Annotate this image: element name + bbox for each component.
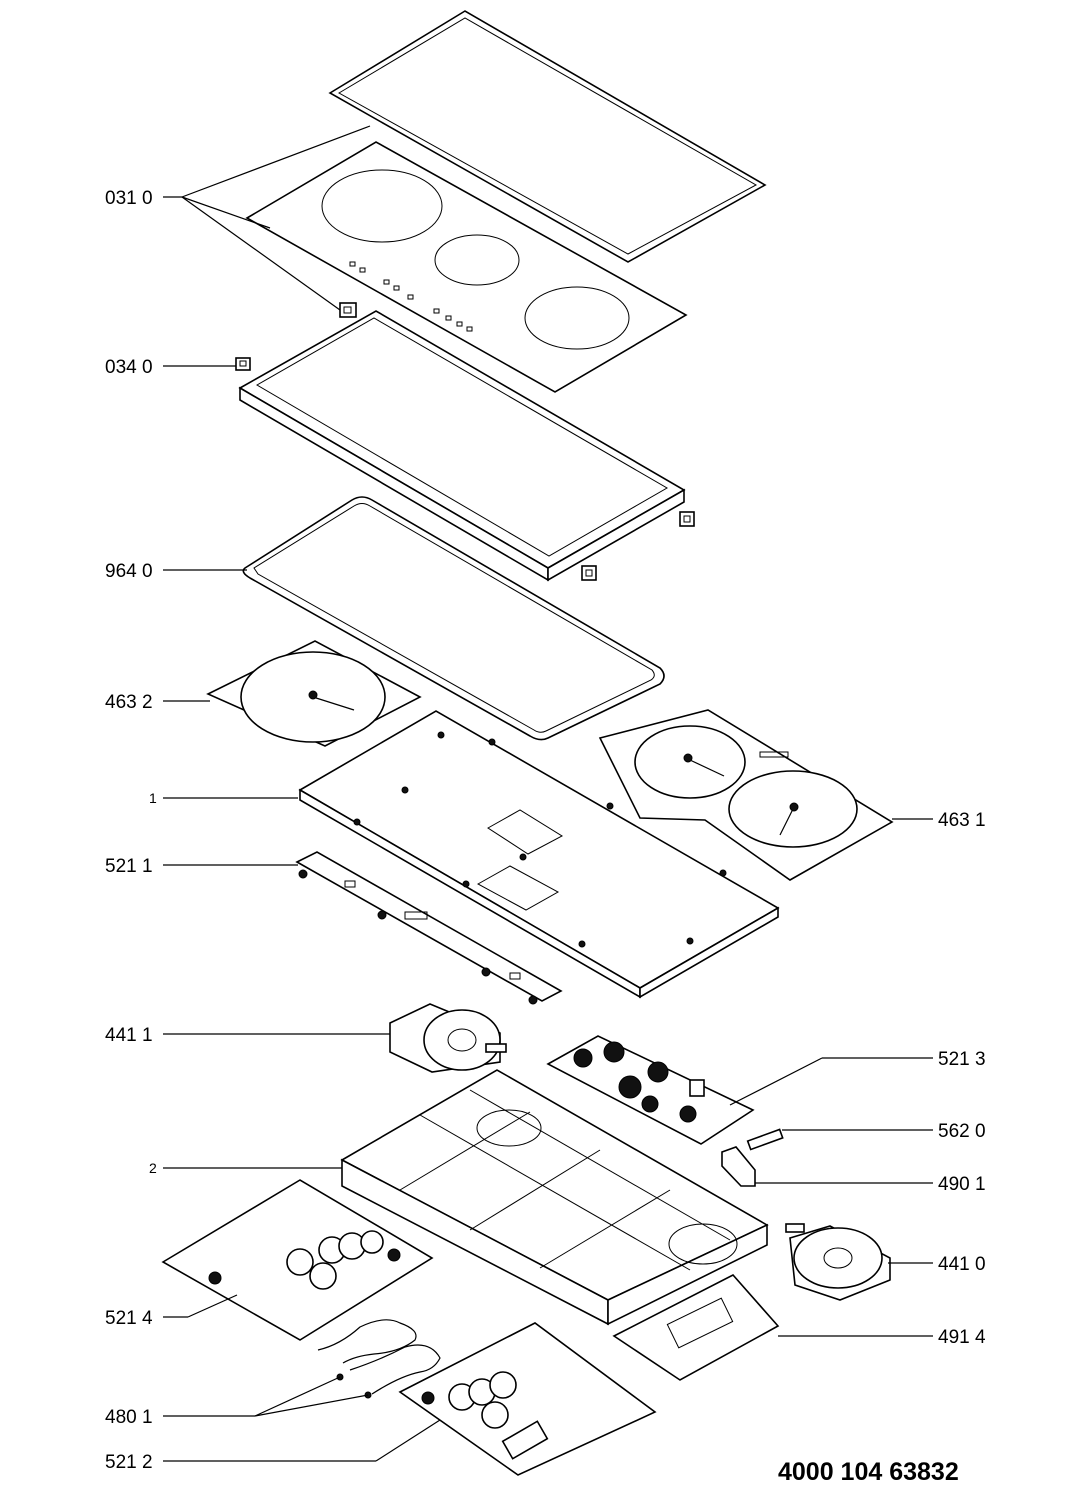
label-490-1: 490 1 [938,1174,986,1195]
cover-plate [612,1274,780,1381]
glass-frame [328,10,767,263]
power-board-right [546,1035,755,1145]
label-2: 2 [149,1160,157,1176]
clip-bottom [581,565,597,581]
cooling-fan-right [785,1223,891,1301]
clip-left [235,357,251,371]
power-board-bottom [398,1322,657,1476]
label-441-0: 441 0 [938,1254,986,1275]
label-031-0: 031 0 [105,188,153,209]
induction-coil-double [598,709,894,881]
control-board [295,851,563,1005]
fuse [746,1128,784,1151]
label-463-2: 463 2 [105,692,153,713]
leader-lines [163,125,933,1462]
ceramic-glass-top [245,141,688,393]
induction-coil-single [206,640,422,747]
label-491-4: 491 4 [938,1327,986,1348]
touch-control-marks [349,261,473,332]
label-034-0: 034 0 [105,357,153,378]
gasket [242,496,665,741]
metal-frame [238,310,686,582]
label-441-1: 441 1 [105,1025,153,1046]
clip-top [339,302,357,318]
label-1: 1 [149,790,157,806]
bottom-housing [340,1069,769,1326]
power-board-left [161,1179,434,1341]
label-463-1: 463 1 [938,810,986,831]
document-number: 4000 104 63832 [778,1458,959,1486]
base-plate [298,710,780,999]
label-521-3: 521 3 [938,1049,986,1070]
label-562-0: 562 0 [938,1121,986,1142]
label-480-1: 480 1 [105,1407,153,1428]
cable-holder [721,1146,756,1187]
label-521-1: 521 1 [105,856,153,877]
label-521-2: 521 2 [105,1452,153,1473]
label-521-4: 521 4 [105,1308,153,1329]
label-964-0: 964 0 [105,561,153,582]
cables [317,1319,441,1399]
clip-right [679,511,695,527]
cooling-fan-left [389,1003,507,1073]
